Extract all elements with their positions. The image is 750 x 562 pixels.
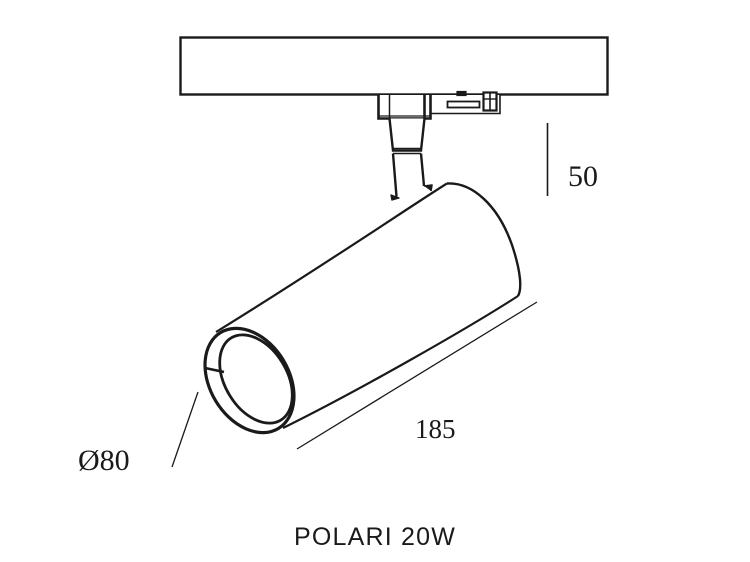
cylinder-top-edge <box>215 182 448 333</box>
contact-top-nub <box>456 90 467 97</box>
dimension-length-line <box>296 301 538 450</box>
stem-mount-foot <box>423 184 433 192</box>
stem-mount-foot-left <box>390 194 400 201</box>
aperture-rim-tick <box>204 366 225 374</box>
dimension-length-label: 185 <box>415 414 456 444</box>
cylinder-bottom-edge <box>282 295 519 429</box>
track-rail-outline <box>179 36 609 96</box>
dimension-diameter-label: Ø80 <box>78 444 130 477</box>
stem-upper-taper <box>388 118 426 152</box>
dimension-diameter-leader <box>171 391 199 468</box>
contact-bar <box>446 100 481 109</box>
aperture-inner-ring <box>218 333 294 425</box>
stem-left-edge <box>391 153 398 197</box>
dimension-height-label: 50 <box>568 160 598 193</box>
track-adapter-body <box>377 95 432 120</box>
dimension-height-50: 50 <box>546 123 598 196</box>
track-adapter <box>377 95 432 120</box>
track-electrical-contacts <box>430 90 501 115</box>
dimension-diameter-80: Ø80 <box>78 391 199 477</box>
product-title: POLARI 20W <box>294 523 456 551</box>
luminaire-stem <box>388 118 433 201</box>
stem-right-edge <box>419 153 426 187</box>
dimension-length-185: 185 <box>296 301 538 450</box>
cylinder-rear-cap <box>446 182 522 297</box>
cylinder-housing <box>203 182 522 435</box>
track-rail <box>179 36 609 96</box>
